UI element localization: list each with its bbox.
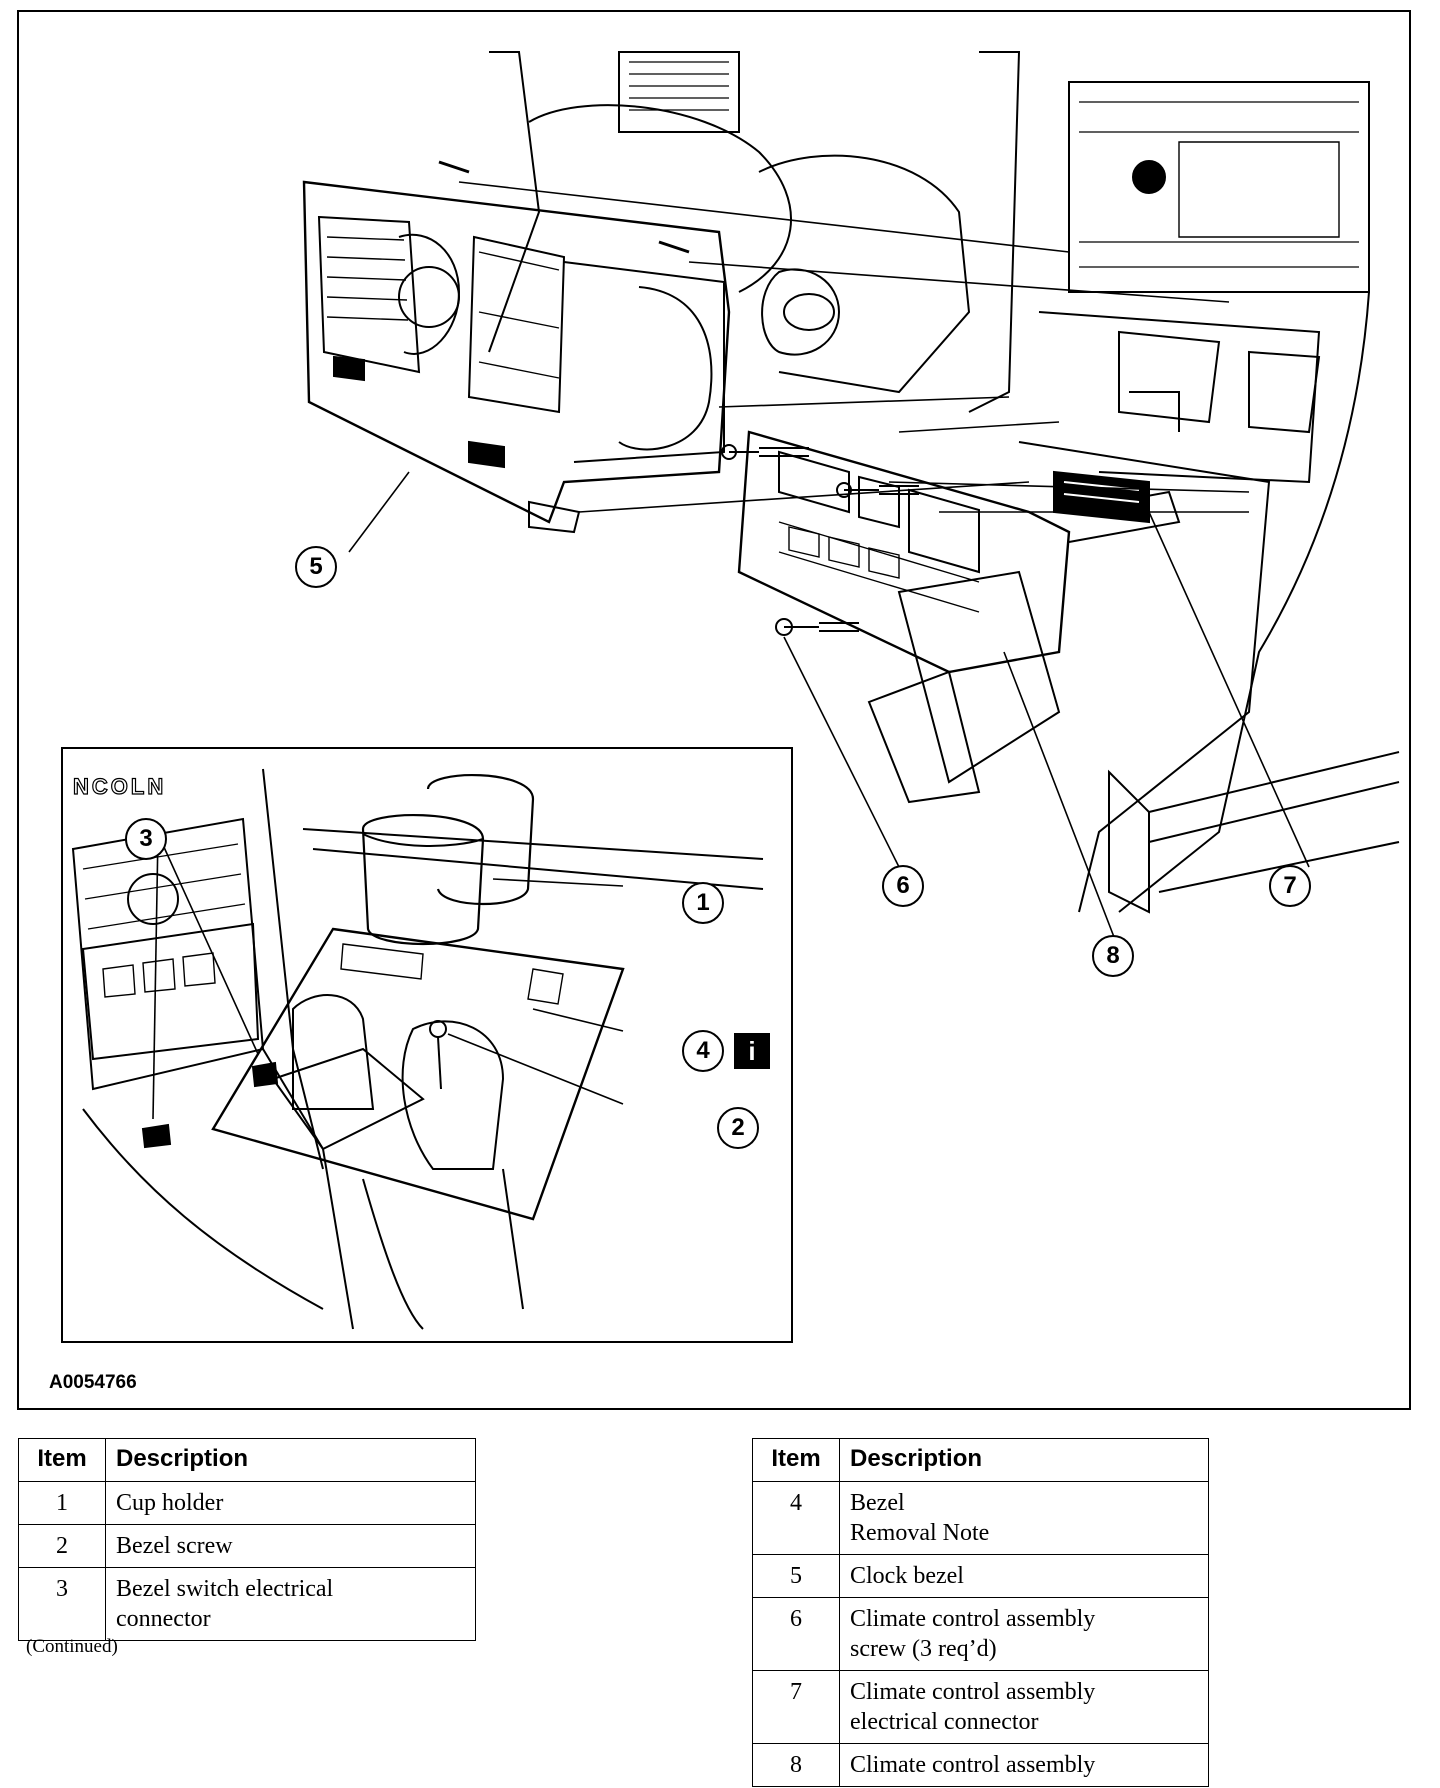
callout-8: 8 <box>1092 935 1134 977</box>
callout-4: 4 <box>682 1030 724 1072</box>
removal-note-link[interactable]: Removal Note <box>850 1520 990 1546</box>
table-row: 8 Climate control assembly <box>752 1743 1209 1787</box>
table-row: 1 Cup holder <box>18 1481 476 1525</box>
item-description: Cup holder <box>105 1481 476 1525</box>
column-header-item: Item <box>18 1438 106 1482</box>
console-inset-illustration: NCOLN <box>71 768 764 1330</box>
exploded-view-figure: 5 6 7 8 NCOLN <box>17 10 1411 1410</box>
callout-6: 6 <box>882 865 924 907</box>
item-number: 4 <box>752 1481 840 1555</box>
table-header-row: Item Description <box>752 1438 1209 1482</box>
item-number: 7 <box>752 1670 840 1744</box>
column-header-description: Description <box>105 1438 476 1482</box>
item-description: Clock bezel <box>839 1554 1209 1598</box>
callout-2: 2 <box>717 1107 759 1149</box>
item-number: 2 <box>18 1524 106 1568</box>
item-number: 5 <box>752 1554 840 1598</box>
table-row: 5 Clock bezel <box>752 1554 1209 1598</box>
column-header-description: Description <box>839 1438 1209 1482</box>
inset-detail-console: NCOLN <box>61 747 793 1343</box>
item-number: 8 <box>752 1743 840 1787</box>
table-header-row: Item Description <box>18 1438 476 1482</box>
dashboard-exploded-illustration <box>302 51 1400 938</box>
item-number: 6 <box>752 1597 840 1671</box>
continued-note: (Continued) <box>26 1636 118 1657</box>
callout-5: 5 <box>295 546 337 588</box>
inset-logo-text: NCOLN <box>73 774 166 799</box>
item-description: Bezel screw <box>105 1524 476 1568</box>
table-row: 2 Bezel screw <box>18 1524 476 1568</box>
column-header-item: Item <box>752 1438 840 1482</box>
callout-3: 3 <box>125 818 167 860</box>
item-description: Climate control assembly <box>839 1743 1209 1787</box>
legend-table-left: Item Description 1 Cup holder 2 Bezel sc… <box>18 1438 476 1641</box>
callout-7: 7 <box>1269 865 1311 907</box>
item-number: 1 <box>18 1481 106 1525</box>
figure-id: A0054766 <box>49 1372 137 1393</box>
info-icon[interactable]: i <box>734 1033 770 1069</box>
callout-1: 1 <box>682 882 724 924</box>
item-number: 3 <box>18 1567 106 1641</box>
